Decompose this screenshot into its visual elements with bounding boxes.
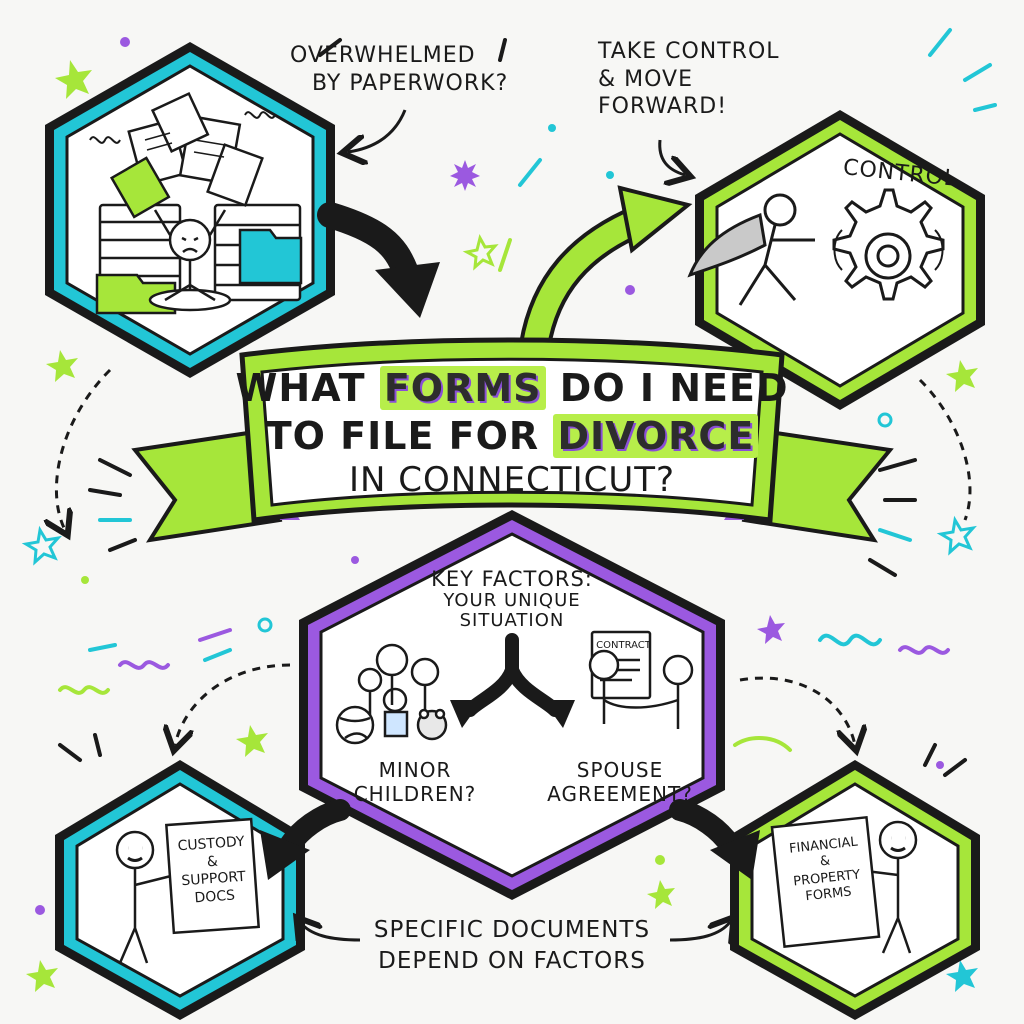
title-word-do-i-need: DO I NEED	[559, 366, 789, 410]
decorative-squiggles	[58, 633, 950, 695]
minor-children-line1: MINOR	[378, 758, 452, 782]
caption-take-control-line1: TAKE CONTROL	[598, 39, 780, 64]
contract-label: CONTRACT	[596, 640, 651, 651]
arrow-split	[450, 633, 575, 728]
key-factors-line1: KEY FACTORS:	[431, 567, 593, 591]
spouse-agreement-question: SPOUSE AGREEMENT?	[540, 758, 700, 806]
key-factors-heading: KEY FACTORS: YOUR UNIQUE SITUATION	[402, 567, 622, 631]
key-factors-line3: SITUATION	[459, 609, 565, 631]
footer-line1: SPECIFIC DOCUMENTS	[373, 917, 651, 943]
arrow-up-right-green	[519, 185, 693, 361]
caption-take-control-line2: & MOVE	[598, 66, 694, 92]
caption-overwhelmed: OVERWHELMED BY PAPERWORK?	[290, 42, 530, 97]
spouse-agreement-line1: SPOUSE	[576, 758, 664, 782]
key-factors-line2: YOUR UNIQUE	[443, 590, 581, 612]
handshake-illustration	[588, 630, 694, 729]
minor-children-question: MINOR CHILDREN?	[340, 758, 490, 806]
caption-take-control-line3: FORWARD!	[598, 94, 728, 119]
dashed-arrows	[56, 368, 972, 745]
title-word-to-file-for: TO FILE FOR	[265, 414, 540, 458]
arrow-down-right-black	[317, 202, 440, 318]
arrow-to-bottom-left	[260, 799, 351, 880]
hexagon-center	[299, 510, 725, 900]
minor-children-line2: CHILDREN?	[353, 782, 477, 806]
decorative-stars	[21, 60, 978, 992]
financial-sign-text: FINANCIAL & PROPERTY FORMS	[777, 833, 875, 907]
spouse-agreement-line2: AGREEMENT?	[547, 782, 693, 806]
figure-holding-financial-sign	[770, 815, 918, 954]
title-highlight-divorce: DIVORCE	[553, 414, 759, 458]
caption-take-control: TAKE CONTROL & MOVE FORWARD!	[598, 38, 838, 121]
paperwork-pile-illustration	[89, 91, 303, 315]
title-word-what: WHAT	[235, 366, 366, 410]
children-illustration	[335, 643, 448, 745]
title-line2: TO FILE FOR DIVORCE	[0, 414, 1024, 458]
hexagon-top-right	[695, 110, 985, 410]
footer-note: SPECIFIC DOCUMENTS DEPEND ON FACTORS	[352, 915, 672, 977]
decorative-dashes	[58, 28, 997, 777]
title-line1: WHAT FORMS DO I NEED	[0, 366, 1024, 410]
small-curved-arrows	[300, 109, 730, 940]
custody-sign-text: CUSTODY & SUPPORT DOCS	[170, 833, 257, 909]
superhero-gear-illustration	[687, 188, 945, 306]
arrow-to-bottom-right	[669, 799, 760, 880]
caption-overwhelmed-line1: OVERWHELMED	[290, 43, 476, 68]
title-line3: IN CONNECTICUT?	[348, 460, 676, 500]
caption-overwhelmed-line2: BY PAPERWORK?	[312, 70, 509, 96]
figure-holding-custody-sign	[115, 817, 260, 964]
title-highlight-forms: FORMS	[379, 366, 546, 410]
footer-line2: DEPEND ON FACTORS	[378, 948, 646, 975]
